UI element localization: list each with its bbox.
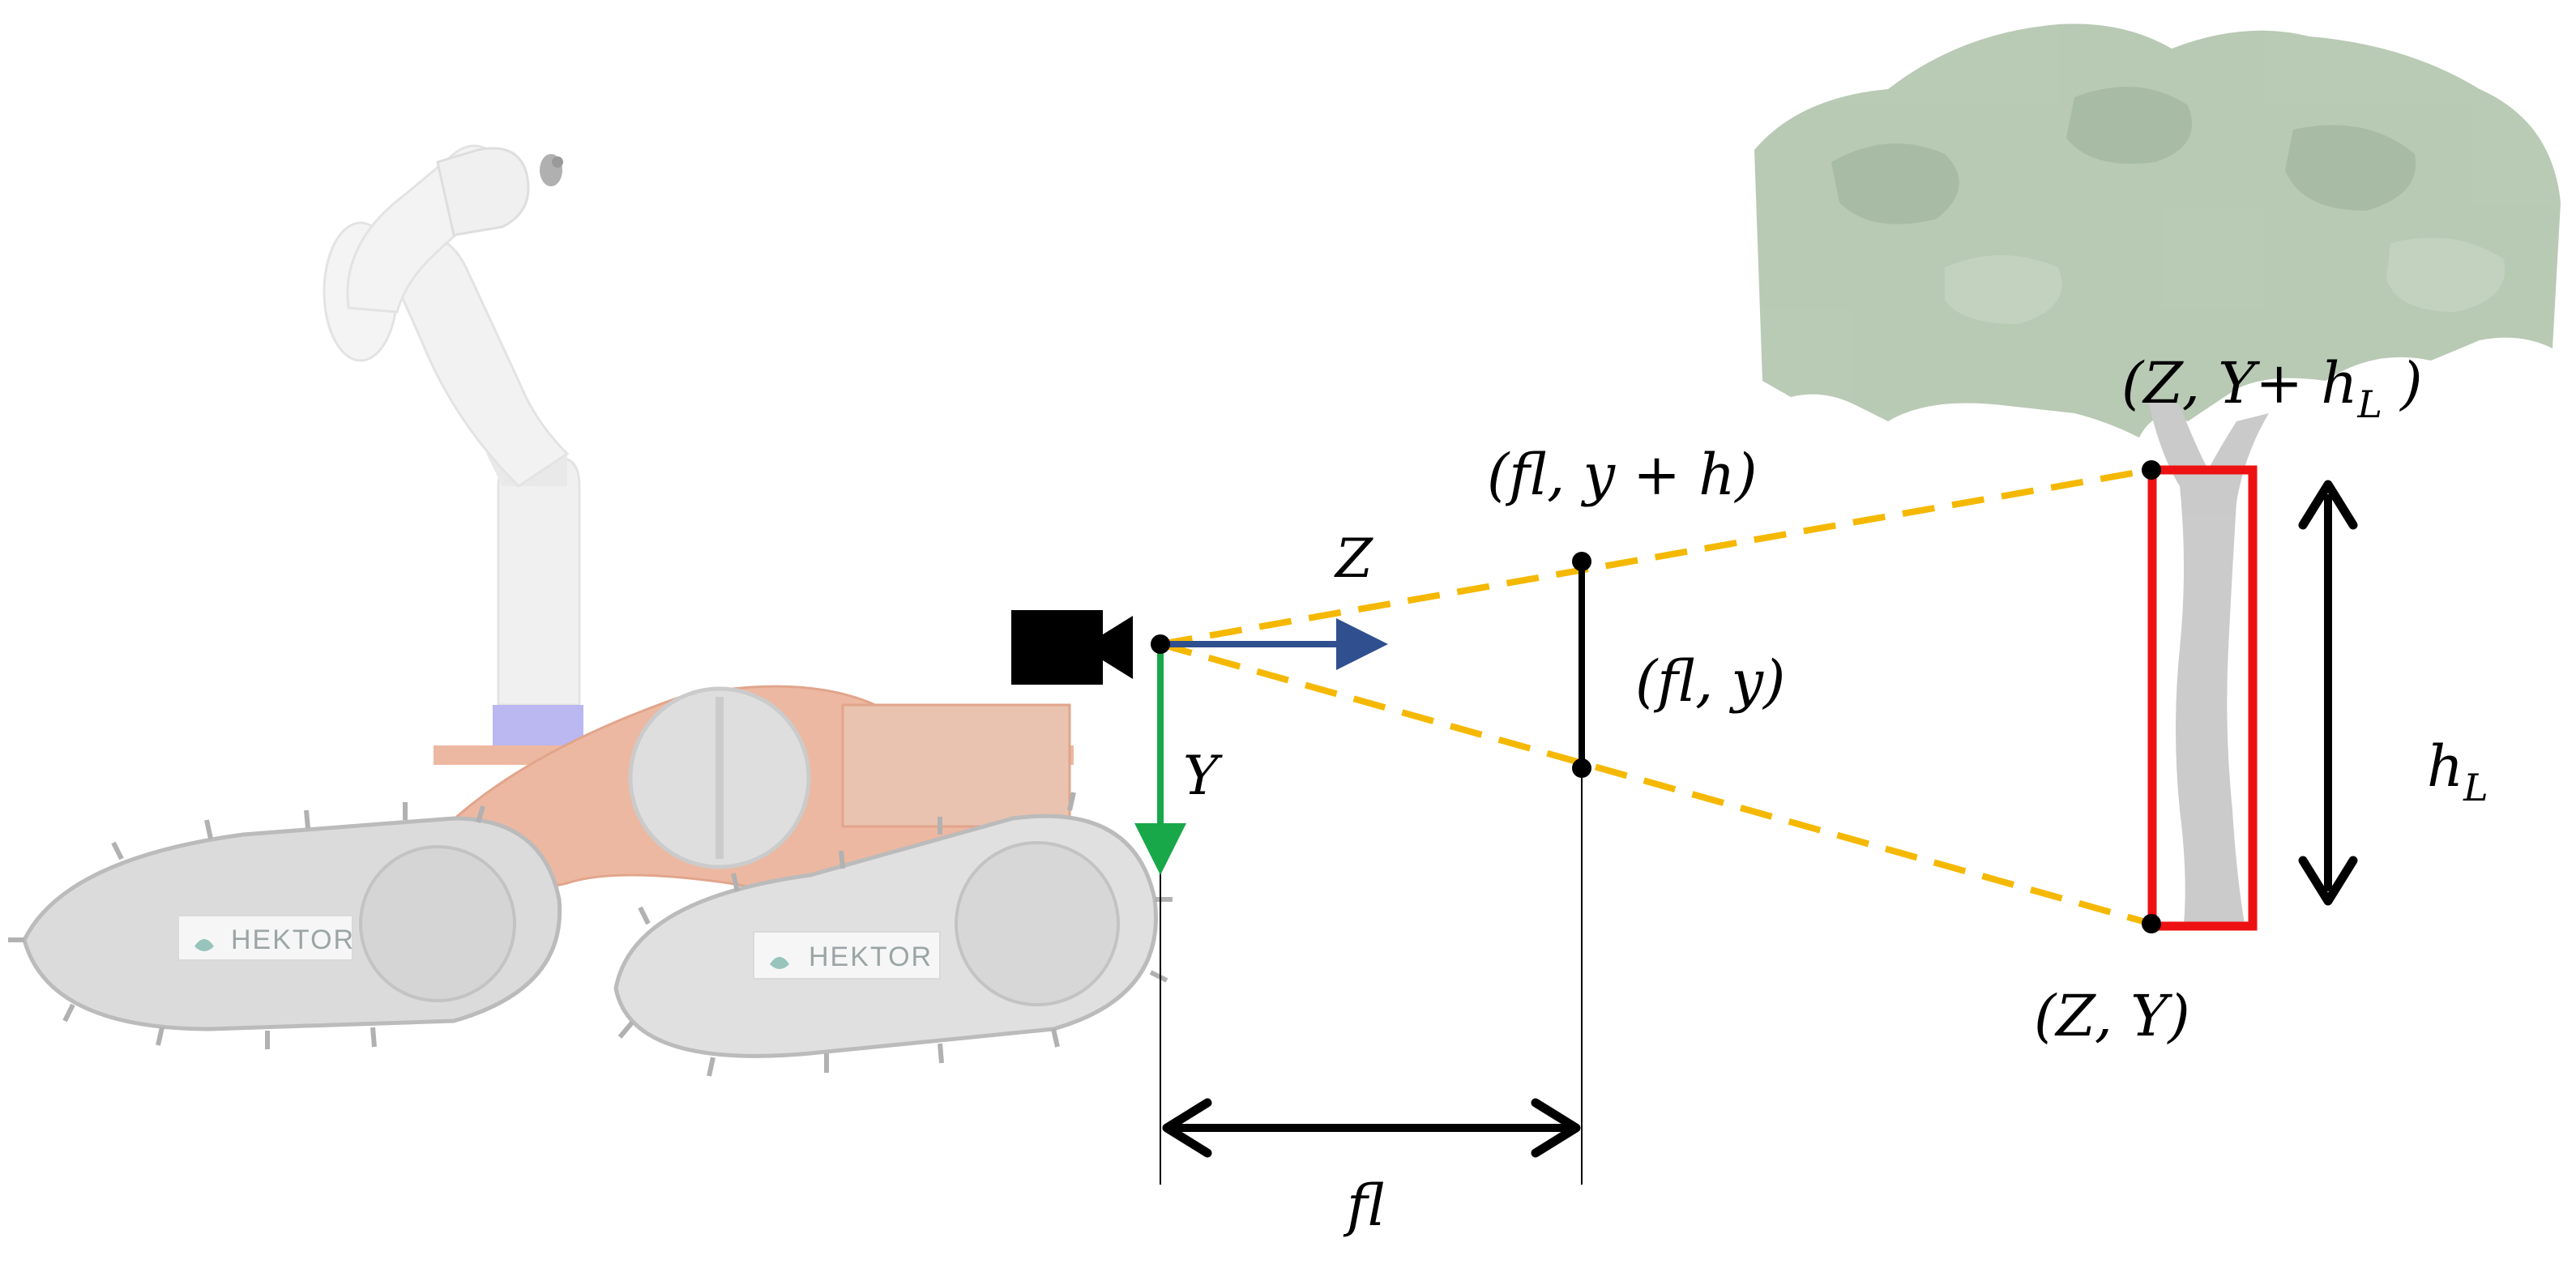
object-top-label-close: ) xyxy=(2382,350,2423,416)
robot-track-spikes xyxy=(8,792,1173,1077)
ray-bottom xyxy=(1159,641,2153,927)
image-top-label: (fl, y + h) xyxy=(1487,442,1758,508)
object-bottom-point xyxy=(2142,914,2161,933)
tree-trunk xyxy=(2147,397,2269,924)
camera-origin-point xyxy=(1151,634,1170,654)
ray-top xyxy=(1160,467,2152,647)
robot-track-left: HEKTOR xyxy=(22,816,562,1031)
object-top-label: (Z, Y+ hL ) xyxy=(2121,350,2423,426)
robot-badge-left-text: HEKTOR xyxy=(231,925,355,955)
object-height-label-sub: L xyxy=(2463,766,2488,809)
robot-badge-right-text: HEKTOR xyxy=(809,942,933,972)
robot-arm-base xyxy=(493,705,583,745)
focal-length-arrow xyxy=(1162,1098,1581,1158)
image-top-point xyxy=(1572,552,1591,571)
y-axis-label: Y xyxy=(1183,745,1223,807)
robot-arm xyxy=(323,144,583,745)
robot: HEKTOR HEKTOR xyxy=(8,144,1173,1077)
focal-length-label: fl xyxy=(1343,1172,1385,1239)
object-bounding-box xyxy=(2147,465,2258,931)
camera-icon xyxy=(1011,610,1133,685)
object-bottom-label: (Z, Y) xyxy=(2034,983,2190,1049)
robot-badge-right xyxy=(753,931,941,980)
image-bottom-label: (fl, y) xyxy=(1635,648,1785,715)
tree xyxy=(1754,23,2561,924)
image-bottom-point xyxy=(1572,758,1591,778)
object-height-label-main: h xyxy=(2427,733,2463,800)
object-top-label-sub: L xyxy=(2356,382,2382,426)
object-height-arrow xyxy=(2298,480,2358,906)
object-top-label-main: (Z, Y+ h xyxy=(2121,350,2357,416)
object-height-label: hL xyxy=(2427,733,2488,809)
z-axis-label: Z xyxy=(1334,527,1373,590)
tree-canopy xyxy=(1754,23,2561,438)
robot-track-right: HEKTOR xyxy=(613,813,1158,1058)
object-top-point xyxy=(2142,460,2161,480)
robot-badge-left xyxy=(177,915,353,961)
